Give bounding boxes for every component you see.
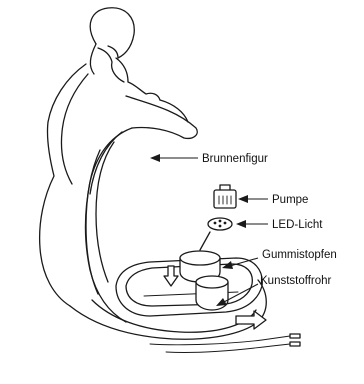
led-light-drawing bbox=[208, 218, 232, 230]
pump-drawing bbox=[214, 185, 236, 208]
label-tube: Kunststoffrohr bbox=[216, 275, 332, 306]
label-led: LED-Licht bbox=[236, 219, 323, 231]
label-figure-text: Brunnenfigur bbox=[202, 153, 268, 165]
label-pump-text: Pumpe bbox=[272, 194, 308, 206]
down-arrow-icon bbox=[164, 266, 178, 286]
rubber-plug-drawing bbox=[180, 232, 220, 282]
label-tube-text: Kunststoffrohr bbox=[260, 275, 332, 287]
label-figure: Brunnenfigur bbox=[150, 153, 268, 165]
label-pump: Pumpe bbox=[238, 194, 308, 206]
label-plug-text: Gummistopfen bbox=[262, 249, 337, 261]
label-led-text: LED-Licht bbox=[272, 219, 323, 231]
cable-drawing bbox=[150, 334, 300, 353]
label-plug: Gummistopfen bbox=[222, 249, 337, 269]
